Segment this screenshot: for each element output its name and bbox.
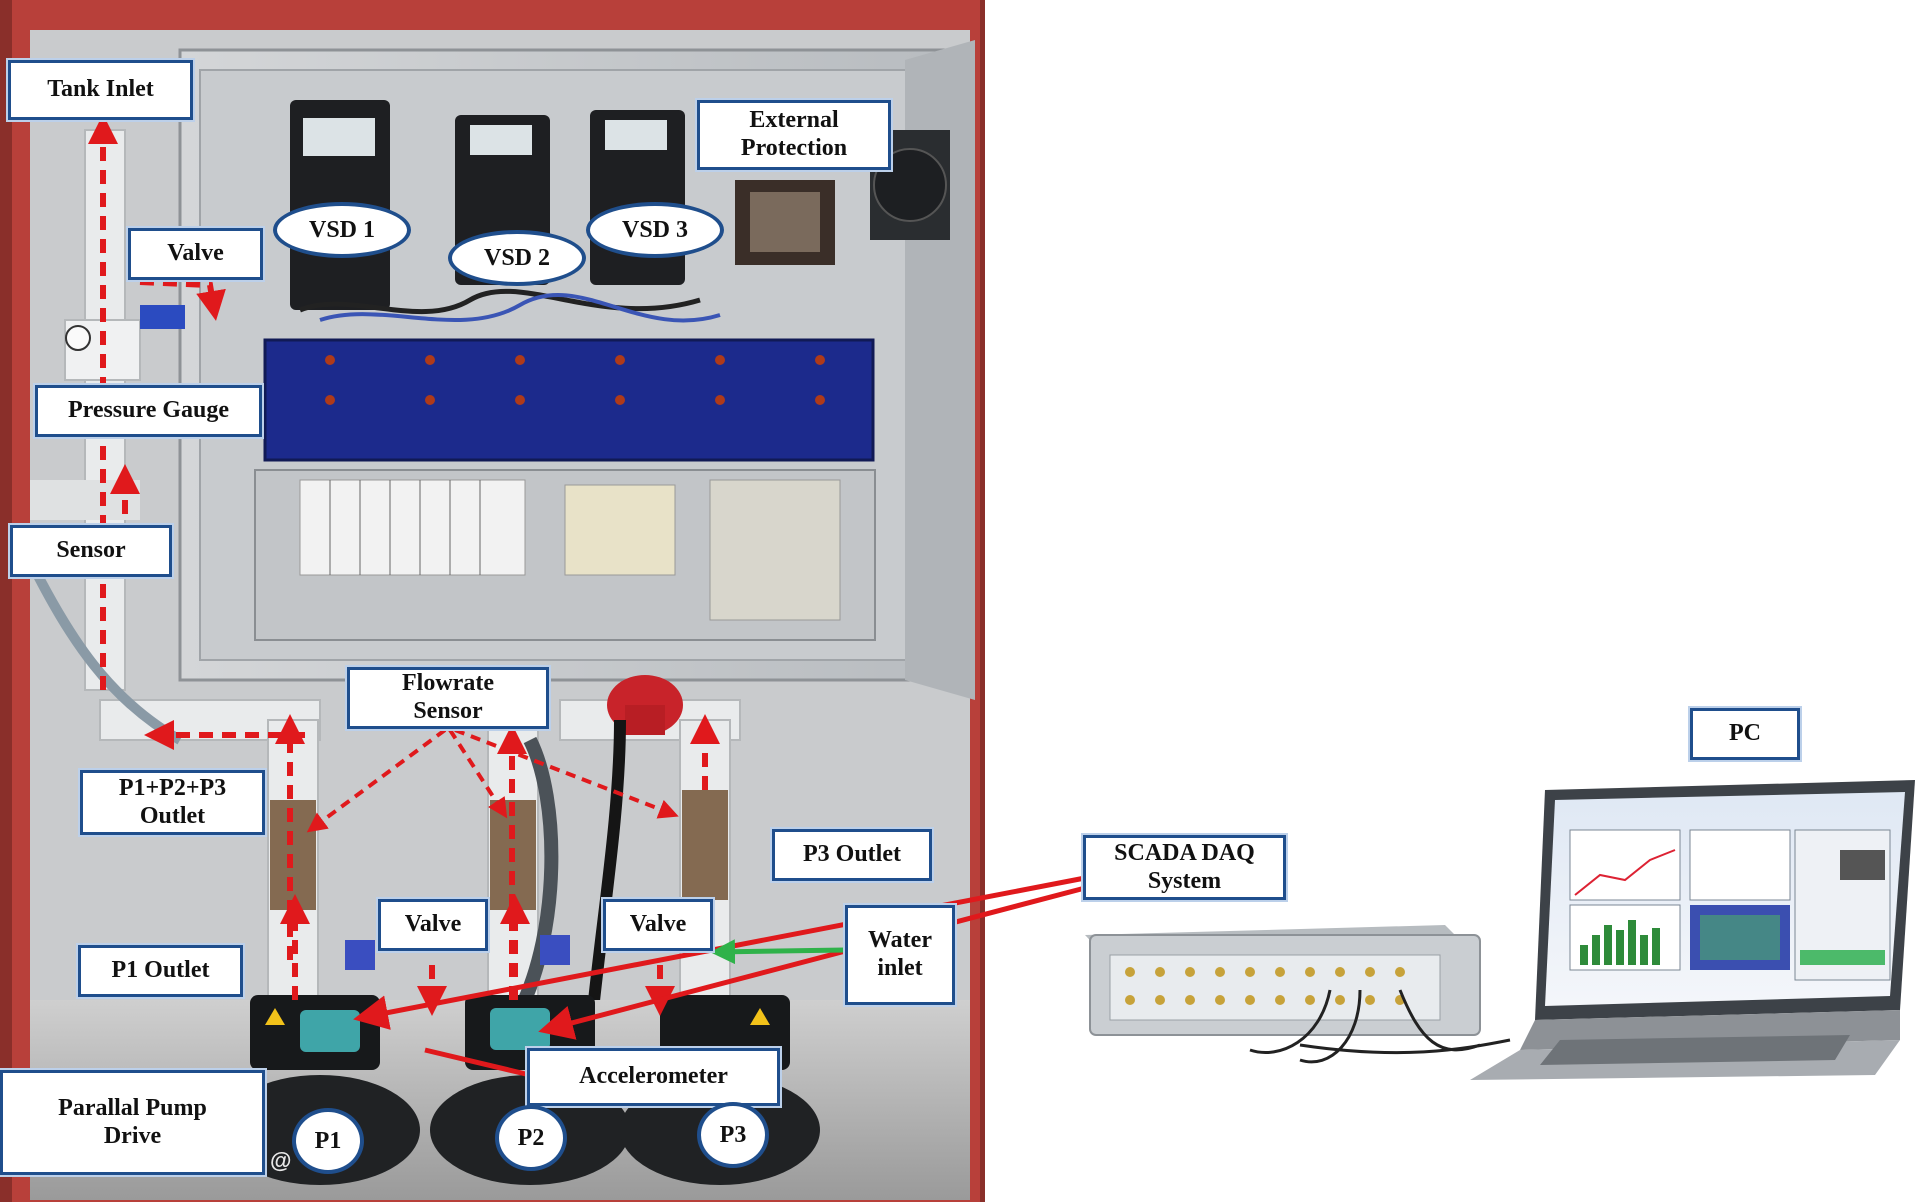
flow-arrow-valve: [139, 279, 226, 321]
vsd-1-label: VSD 1: [273, 202, 411, 258]
combined-outlet-label: P1+P2+P3 Outlet: [78, 768, 267, 837]
pump-p3-label: P3: [697, 1102, 769, 1168]
pump-p2-label: P2: [495, 1105, 567, 1171]
vsd-2-label: VSD 2: [448, 230, 586, 286]
flowrate-leader-lines: [306, 728, 679, 833]
water-inlet-label: Water inlet: [843, 903, 957, 1007]
tank-inlet-label: Tank Inlet: [6, 58, 195, 122]
pressure-gauge-label: Pressure Gauge: [33, 383, 264, 439]
scada-daq-label: SCADA DAQ System: [1081, 833, 1288, 902]
vsd-3-label: VSD 3: [586, 202, 724, 258]
external-protection-label: External Protection: [695, 98, 893, 172]
pump-p1-label: P1: [292, 1108, 364, 1174]
parallel-pump-drive-label: Parallal Pump Drive: [0, 1068, 267, 1177]
pc-label: PC: [1688, 706, 1802, 762]
accelerometer-label: Accelerometer: [525, 1046, 782, 1108]
laptop-pc: [1470, 780, 1915, 1080]
p3-outlet-label: P3 Outlet: [770, 827, 934, 883]
sensor-label: Sensor: [8, 523, 174, 579]
watermark-text: @: [270, 1148, 292, 1173]
valve-p1-label: Valve: [376, 897, 490, 953]
cabinet-photo: [0, 0, 985, 1202]
valve-p2-label: Valve: [601, 897, 715, 953]
p1-outlet-label: P1 Outlet: [76, 943, 245, 999]
valve-top-label: Valve: [126, 226, 265, 282]
daq-device: [1085, 925, 1511, 1064]
flowrate-sensor-label: Flowrate Sensor: [345, 665, 551, 731]
water-inlet-arrow: [710, 939, 846, 965]
